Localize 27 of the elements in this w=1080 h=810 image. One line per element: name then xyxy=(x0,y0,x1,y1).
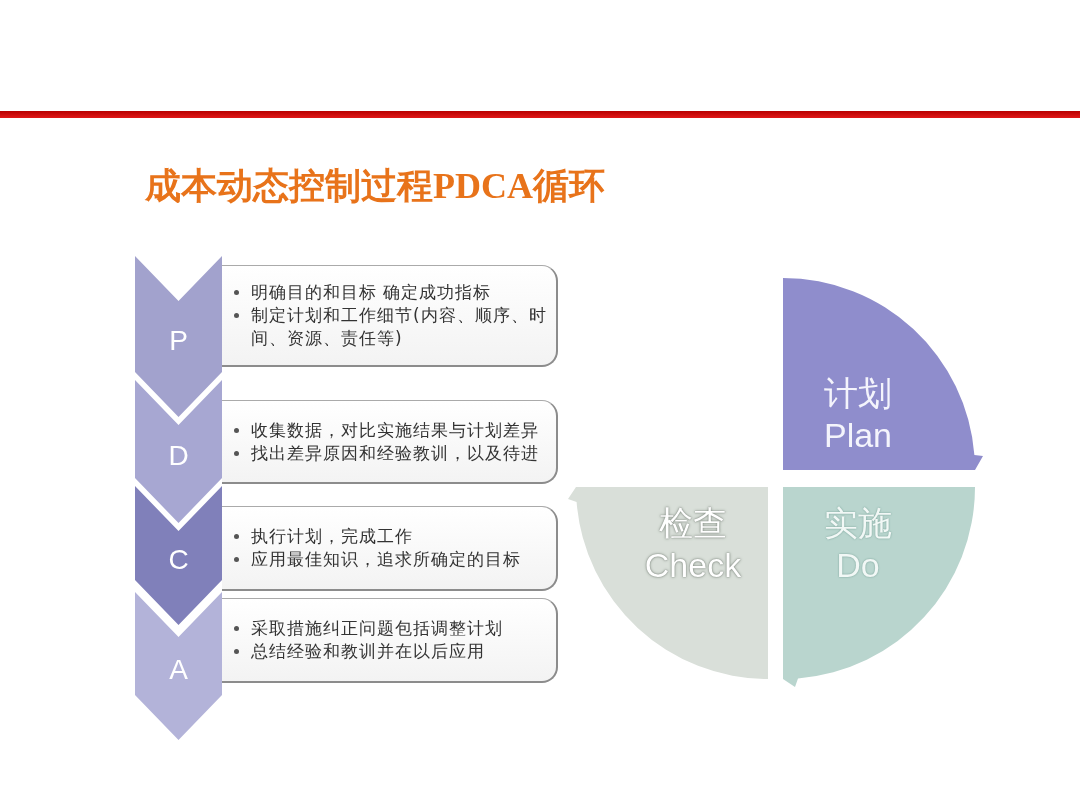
bullet-text: 制定计划和工作细节(内容、顺序、时间、资源、责任等) xyxy=(251,304,548,350)
text-panel xyxy=(222,265,558,367)
stage-letter: C xyxy=(167,543,190,576)
stage-letter: P xyxy=(168,324,189,357)
segment-label: Do xyxy=(835,545,881,586)
bullet-text: 明确目的和目标 确定成功指标 xyxy=(251,281,492,304)
stage-letter: A xyxy=(168,654,189,686)
text-panel xyxy=(222,598,558,683)
segment-label: 计划 xyxy=(823,373,893,414)
segment-label: Check xyxy=(643,545,743,586)
segment-label: 检查 xyxy=(658,503,728,544)
bullet-text: 采取措施纠正问题包括调整计划 xyxy=(251,617,503,640)
bullet-text: 总结经验和教训并在以后应用 xyxy=(251,640,485,663)
text-panel xyxy=(222,400,558,484)
segment-label: 实施 xyxy=(823,503,893,544)
step-tab xyxy=(135,486,222,625)
bullet-text: 找出差异原因和经验教训，以及待进 xyxy=(251,441,539,465)
step-tab xyxy=(135,380,222,523)
segment-label: Plan xyxy=(822,415,894,456)
slide-title: 成本动态控制过程PDCA循环 xyxy=(145,165,605,208)
bullet-text: 应用最佳知识，追求所确定的目标 xyxy=(251,548,521,571)
step-tab xyxy=(135,256,222,417)
text-panel xyxy=(222,506,558,591)
bullet-text: 收集数据，对比实施结果与计划差异 xyxy=(251,418,539,442)
bullet-text: 执行计划，完成工作 xyxy=(251,525,413,548)
step-tab xyxy=(135,592,222,740)
stage-letter: D xyxy=(167,439,190,472)
